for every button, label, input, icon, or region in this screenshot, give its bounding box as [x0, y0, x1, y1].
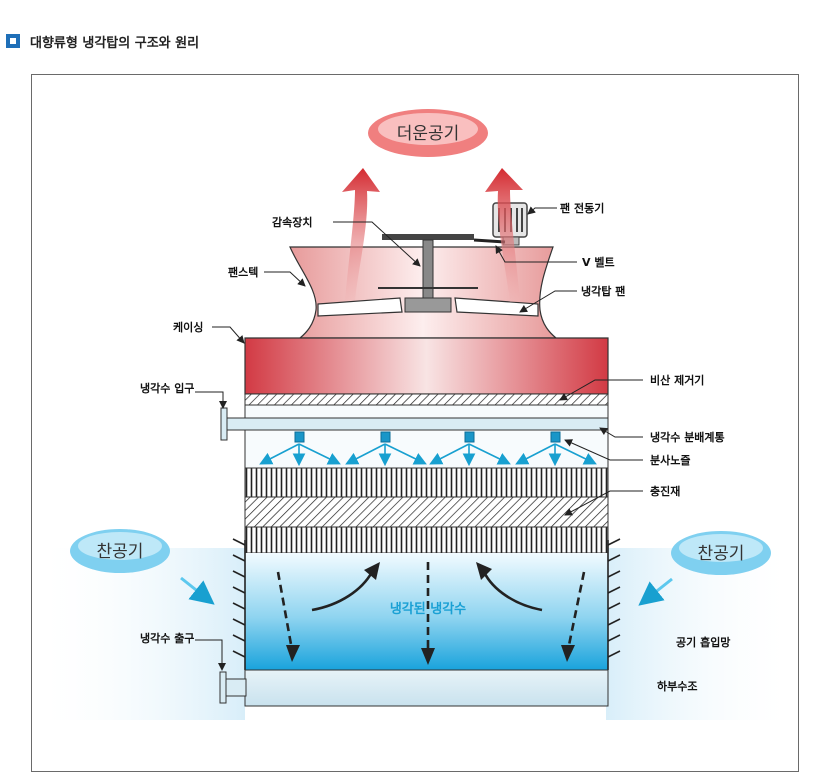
fill-media-bottom [244, 526, 609, 554]
air-inlet-louver-left [232, 538, 246, 670]
fill-label: 충진재 [650, 484, 680, 498]
hot-air-label: 더운공기 [397, 124, 460, 144]
fan-stack-label: 팬스텍 [228, 265, 258, 279]
left-air-zone [33, 548, 245, 720]
spray-nozzle [464, 431, 475, 443]
air-rise-arrow-left [311, 571, 374, 612]
water-outlet-flange [219, 671, 227, 704]
fan-label: 냉각탑 팬 [581, 284, 625, 298]
fan-hub [404, 297, 452, 313]
spray-nozzle [550, 431, 561, 443]
fill-media-middle [244, 496, 609, 528]
air-inlet-louver-right [607, 538, 621, 670]
casing [244, 337, 609, 395]
fill-media-top [244, 467, 609, 498]
spray-nozzle-label: 분사노즐 [650, 453, 690, 467]
square-bullet-icon [6, 34, 20, 48]
hot-air-arrow-right [485, 168, 523, 302]
fan-shaft [422, 239, 434, 299]
page-title: 대향류형 냉각탑의 구조와 원리 [30, 35, 200, 51]
lower-basin-label: 하부수조 [657, 679, 697, 693]
v-belt [473, 238, 506, 244]
distribution-pipe-label: 냉각수 분배계통 [650, 430, 725, 444]
distribution-pipe [225, 417, 609, 431]
water-outlet-label: 냉각수 출구 [140, 631, 194, 645]
spray-nozzle [294, 431, 305, 443]
spray-arrows [259, 443, 597, 467]
cold-air-arrow-right [638, 577, 673, 606]
water-outlet-pipe [225, 678, 247, 697]
air-rise-arrow-right [482, 571, 543, 612]
right-air-zone [606, 548, 796, 720]
speed-reducer-label: 감속장치 [272, 215, 312, 229]
spray-nozzles [294, 431, 561, 443]
lower-basin [244, 669, 609, 707]
cold-air-label-left: 찬공기 [97, 542, 144, 562]
diagram-frame [31, 74, 799, 772]
cold-air-label-right: 찬공기 [698, 544, 745, 564]
casing-label: 케이싱 [173, 320, 203, 334]
fan-blade-left [317, 297, 403, 317]
water-inlet-flange [220, 407, 228, 441]
fan-motor-label: 팬 전동기 [560, 201, 604, 215]
cooled-water-label: 냉각된 냉각수 [390, 602, 466, 617]
drift-eliminator [244, 393, 609, 406]
cold-air-arrow-left [180, 576, 215, 605]
v-belt-label: V 벨트 [582, 255, 615, 269]
page-header: 대향류형 냉각탑의 구조와 원리 [6, 33, 200, 51]
water-inlet-label: 냉각수 입구 [140, 381, 194, 395]
air-inlet-label: 공기 흡입망 [676, 635, 730, 649]
water-fall-arrows [276, 562, 586, 655]
hot-air-arrow-left [342, 168, 380, 300]
spray-nozzle [380, 431, 391, 443]
drift-eliminator-label: 비산 제거기 [650, 373, 704, 387]
